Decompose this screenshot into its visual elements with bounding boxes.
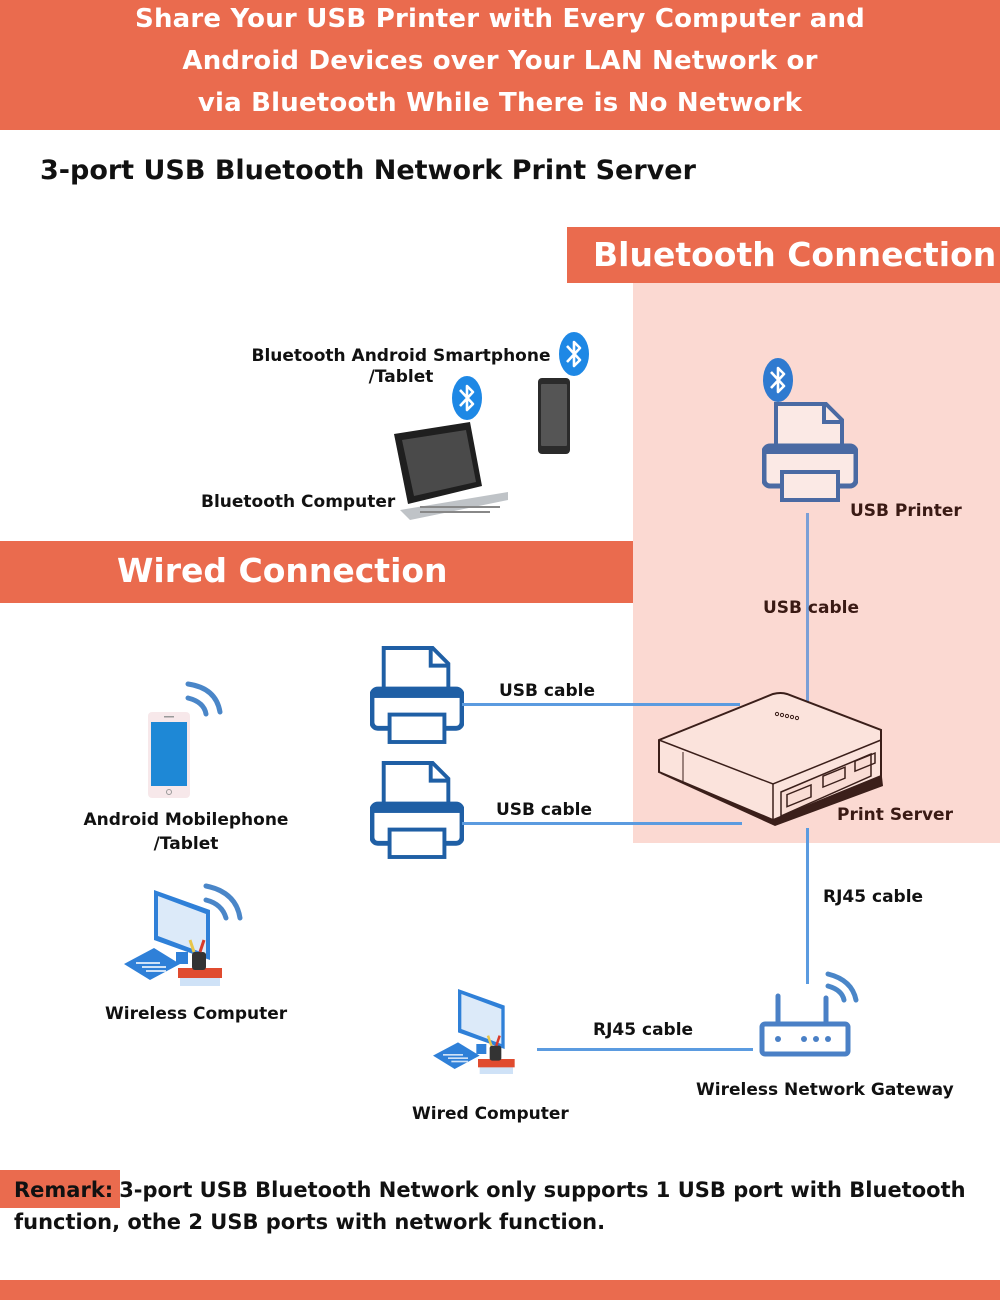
remark-tag: Remark: bbox=[14, 1178, 114, 1202]
page-subtitle: 3-port USB Bluetooth Network Print Serve… bbox=[40, 155, 696, 186]
printer-icon bbox=[762, 402, 858, 502]
printer-icon bbox=[370, 646, 464, 744]
usb-cable-2-label: USB cable bbox=[496, 800, 592, 820]
bluetooth-section-banner: Bluetooth Connection bbox=[567, 227, 1000, 283]
bt-smartphone-label-line1: Bluetooth Android Smartphone bbox=[251, 346, 551, 366]
android-mobile-label-line2: /Tablet bbox=[153, 834, 219, 854]
android-mobile-label-line1: Android Mobilephone bbox=[83, 810, 289, 830]
footer-bar bbox=[0, 1280, 1000, 1300]
header-banner: Share Your USB Printer with Every Comput… bbox=[0, 0, 1000, 130]
wired-section-banner: Wired Connection bbox=[0, 541, 633, 603]
remark: Remark:3-port USB Bluetooth Network only… bbox=[14, 1174, 994, 1238]
usb-cable-1-line bbox=[462, 703, 740, 706]
android-mobile-label: Android Mobilephone /Tablet bbox=[82, 808, 290, 856]
bluetooth-section-title: Bluetooth Connection bbox=[593, 235, 997, 274]
remark-text: 3-port USB Bluetooth Network only suppor… bbox=[14, 1178, 966, 1234]
android-phone-icon bbox=[148, 681, 223, 798]
bluetooth-icon bbox=[452, 376, 482, 420]
usb-cable-1-label: USB cable bbox=[499, 681, 595, 701]
router-icon bbox=[759, 971, 859, 1057]
usb-cable-bt-line bbox=[806, 513, 809, 708]
wireless-computer-label: Wireless Computer bbox=[105, 1004, 288, 1024]
gateway-label: Wireless Network Gateway bbox=[696, 1080, 954, 1100]
wired-computer-icon bbox=[433, 989, 515, 1074]
header-line-1: Share Your USB Printer with Every Comput… bbox=[135, 4, 865, 34]
usb-cable-bt-label: USB cable bbox=[763, 598, 859, 618]
printer-icon bbox=[370, 761, 464, 859]
remark-tag-bg bbox=[0, 1170, 120, 1208]
rj45-cable-server-label: RJ45 cable bbox=[823, 887, 924, 907]
smartphone-icon bbox=[538, 378, 570, 454]
bt-smartphone-label-line2: /Tablet bbox=[368, 367, 434, 387]
tablet-keyboard-icon bbox=[394, 422, 508, 520]
print-server-label: Print Server bbox=[837, 805, 953, 825]
wired-computer-label: Wired Computer bbox=[412, 1104, 569, 1124]
rj45-cable-server-line bbox=[806, 828, 809, 984]
print-server-icon bbox=[658, 692, 883, 826]
bluetooth-icon bbox=[559, 332, 589, 376]
bt-printer-label: USB Printer bbox=[850, 501, 962, 521]
bt-smartphone-label: Bluetooth Android Smartphone /Tablet bbox=[250, 346, 552, 388]
rj45-cable-computer-line bbox=[537, 1048, 753, 1051]
usb-cable-2-line bbox=[462, 822, 742, 825]
rj45-cable-computer-label: RJ45 cable bbox=[593, 1020, 694, 1040]
wireless-computer-icon bbox=[124, 883, 243, 986]
header-line-2: Android Devices over Your LAN Network or bbox=[182, 46, 818, 76]
bt-computer-label: Bluetooth Computer bbox=[201, 492, 396, 512]
bluetooth-icon bbox=[763, 358, 793, 402]
wired-section-title: Wired Connection bbox=[117, 551, 448, 590]
header-line-3: via Bluetooth While There is No Network bbox=[197, 88, 803, 118]
